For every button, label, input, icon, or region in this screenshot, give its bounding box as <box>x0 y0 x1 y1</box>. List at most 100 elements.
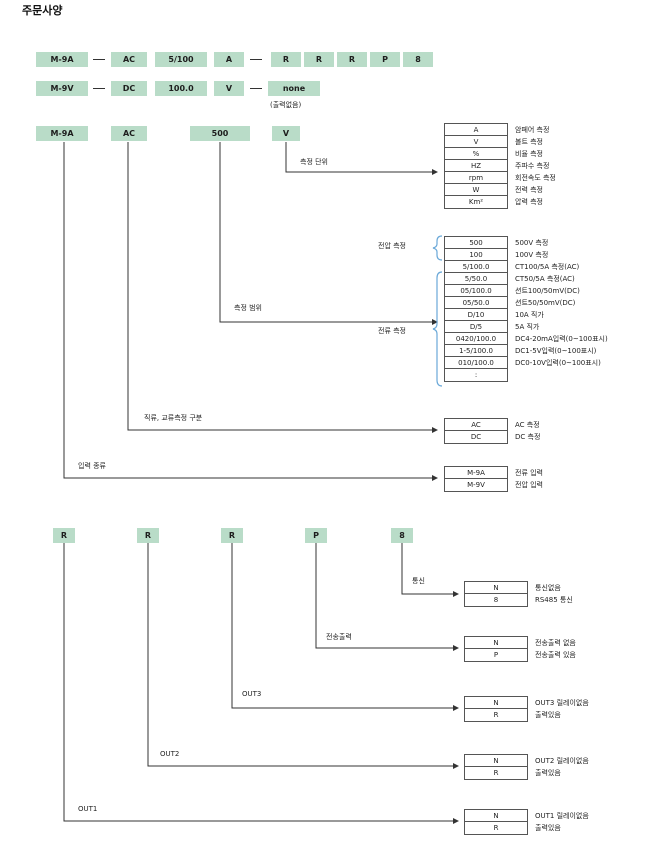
desc-item <box>515 369 608 381</box>
table-cell: N <box>465 810 527 822</box>
table-cell: V <box>445 136 507 148</box>
table-cell: DC <box>470 433 482 441</box>
separator-dash <box>250 88 262 89</box>
desc-item: 통신없음 <box>535 584 561 592</box>
table-cell: 05/50.0 <box>445 297 507 309</box>
label-out1: OUT1 <box>78 805 98 813</box>
example-chip-unit: V <box>272 126 300 141</box>
desc-item: 전송출력 있음 <box>535 651 576 659</box>
table-cell: 8 <box>493 596 499 604</box>
table-cell: 0420/100.0 <box>445 333 507 345</box>
example-chip-comm: 8 <box>391 528 413 543</box>
desc-item: 전력 측정 <box>515 186 543 194</box>
table-cell: M-9V <box>467 481 485 489</box>
table-cell: 010/100.0 <box>445 357 507 369</box>
no-output-note: (출력없음) <box>270 101 302 109</box>
example-chip-out3: R <box>221 528 243 543</box>
table-cell: A <box>445 124 507 136</box>
code-chip-output: none <box>268 81 320 96</box>
code-chip-trans: P <box>370 52 400 67</box>
desc-item: DC0-10V입력(0~100표시) <box>515 359 601 367</box>
label-comm: 통신 <box>412 577 425 585</box>
unit-table: A V % HZ rpm W Km² <box>444 123 508 209</box>
table-cell: : <box>474 371 478 379</box>
table-cell: R <box>493 769 499 777</box>
label-out2: OUT2 <box>160 750 180 758</box>
desc-item: OUT2 릴레이없음 <box>535 757 589 765</box>
code-chip-out1: R <box>271 52 301 67</box>
table-cell: P <box>493 651 499 659</box>
code-chip-model: M-9V <box>36 81 88 96</box>
example-chip-range: 500 <box>190 126 250 141</box>
label-trans: 전송출력 <box>326 633 352 641</box>
desc-item: DC 측정 <box>515 433 541 441</box>
desc-item: 500V 측정 <box>515 239 549 247</box>
desc-item: 출력있음 <box>535 824 561 832</box>
desc-item: 출력있음 <box>535 711 561 719</box>
table-cell: 1-5/100.0 <box>445 345 507 357</box>
desc-item: OUT3 릴레이없음 <box>535 699 589 707</box>
table-cell: M-9A <box>445 467 507 479</box>
braces <box>432 235 443 387</box>
code-chip-acdc: DC <box>111 81 147 96</box>
code-chip-out3: R <box>337 52 367 67</box>
example-chip-out1: R <box>53 528 75 543</box>
out3-descriptions: OUT3 릴레이없음 출력있음 <box>535 697 589 721</box>
table-cell: N <box>465 697 527 709</box>
table-cell: 5/100.0 <box>445 261 507 273</box>
table-cell: N <box>465 755 527 767</box>
label-unit: 측정 단위 <box>300 158 328 166</box>
label-out3: OUT3 <box>242 690 262 698</box>
desc-item: DC1-5V입력(0~100표시) <box>515 347 597 355</box>
table-cell: R <box>493 711 499 719</box>
desc-item: 전송출력 없음 <box>535 639 576 647</box>
desc-item: AC 측정 <box>515 421 540 429</box>
label-input: 입력 종류 <box>78 462 106 470</box>
desc-item: 션트100/50mV(DC) <box>515 287 580 295</box>
out1-descriptions: OUT1 릴레이없음 출력있음 <box>535 810 589 834</box>
table-cell: R <box>493 824 499 832</box>
out2-table: N R <box>464 754 528 780</box>
range-descriptions: 500V 측정 100V 측정 CT100/5A 측정(AC) CT50/5A … <box>515 237 608 381</box>
table-cell: Km² <box>468 198 484 206</box>
code-chip-unit: A <box>214 52 244 67</box>
example-chip-acdc: AC <box>111 126 147 141</box>
out2-descriptions: OUT2 릴레이없음 출력있음 <box>535 755 589 779</box>
out1-table: N R <box>464 809 528 835</box>
desc-item: 볼트 측정 <box>515 138 543 146</box>
code-chip-comm: 8 <box>403 52 433 67</box>
unit-descriptions: 암페어 측정 볼트 측정 비율 측정 주파수 측정 회전속도 측정 전력 측정 … <box>515 124 556 208</box>
example-chip-trans: P <box>305 528 327 543</box>
label-current: 전류 측정 <box>378 327 406 335</box>
trans-table: N P <box>464 636 528 662</box>
desc-item: CT50/5A 측정(AC) <box>515 275 575 283</box>
comm-descriptions: 통신없음 RS485 통신 <box>535 582 573 606</box>
table-cell: D/10 <box>445 309 507 321</box>
table-cell: 05/100.0 <box>445 285 507 297</box>
desc-item: 압력 측정 <box>515 198 543 206</box>
label-voltage: 전압 측정 <box>378 242 406 250</box>
table-cell: N <box>465 582 527 594</box>
desc-item: 10A 직가 <box>515 311 544 319</box>
page-title: 주문사양 <box>22 4 63 17</box>
desc-item: 암페어 측정 <box>515 126 550 134</box>
desc-item: 회전속도 측정 <box>515 174 556 182</box>
input-descriptions: 전류 입력 전압 입력 <box>515 467 543 491</box>
separator-dash <box>93 88 105 89</box>
table-cell: HZ <box>445 160 507 172</box>
acdc-table: AC DC <box>444 418 508 444</box>
table-cell: 100 <box>445 249 507 261</box>
range-table: 500 100 5/100.0 5/50.0 05/100.0 05/50.0 … <box>444 236 508 382</box>
trans-descriptions: 전송출력 없음 전송출력 있음 <box>535 637 576 661</box>
desc-item: RS485 통신 <box>535 596 573 604</box>
separator-dash <box>250 59 262 60</box>
label-acdc: 직류, 교류측정 구분 <box>144 414 203 422</box>
example-chip-model: M-9A <box>36 126 88 141</box>
code-chip-out2: R <box>304 52 334 67</box>
code-chip-range: 5/100 <box>155 52 207 67</box>
table-cell: % <box>445 148 507 160</box>
table-cell: rpm <box>445 172 507 184</box>
table-cell: 5/50.0 <box>445 273 507 285</box>
desc-item: 전류 입력 <box>515 469 543 477</box>
